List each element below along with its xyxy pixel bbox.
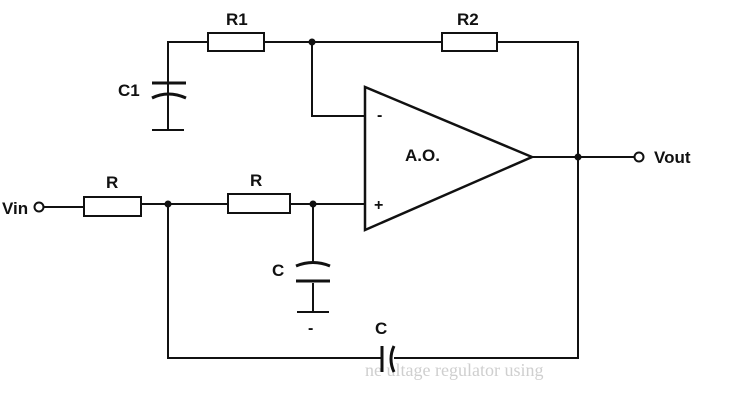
wires [44,41,634,359]
resistor-r1 [207,32,265,52]
resistor-r-middle [227,193,291,214]
capacitor-c1 [151,42,187,131]
label-ground-mark: - [308,320,313,337]
label-c1: C1 [118,81,140,100]
label-vout: Vout [654,148,691,167]
label-r2: R2 [457,10,479,29]
capacitor-c-shunt [295,261,331,313]
resistor-r-input [83,196,142,217]
junction-node [574,153,582,161]
background-text: ne ultage regulator using [365,360,543,380]
capacitor-c-feedback [380,345,396,373]
junction-node [308,38,316,46]
label-r1: R1 [226,10,248,29]
label-opamp: A.O. [405,146,440,165]
wire-bottom-loop [167,204,382,359]
label-vin: Vin [2,199,28,218]
vin-terminal [33,201,45,213]
vout-terminal [633,151,645,163]
label-inverting-sign: - [377,107,382,124]
label-c-shunt: C [272,261,284,280]
wire-r2-to-output-loop [394,41,579,359]
label-r-middle: R [250,171,262,190]
resistor-r2 [441,32,498,52]
wire-to-inverting-input [311,42,365,117]
label-c-feedback: C [375,319,387,338]
junction-node [164,200,172,208]
junction-node [309,200,317,208]
wire-c1-to-r1 [167,41,208,100]
opamp-triangle [363,85,536,232]
label-r-input: R [106,173,118,192]
label-noninverting-sign: + [374,197,383,214]
